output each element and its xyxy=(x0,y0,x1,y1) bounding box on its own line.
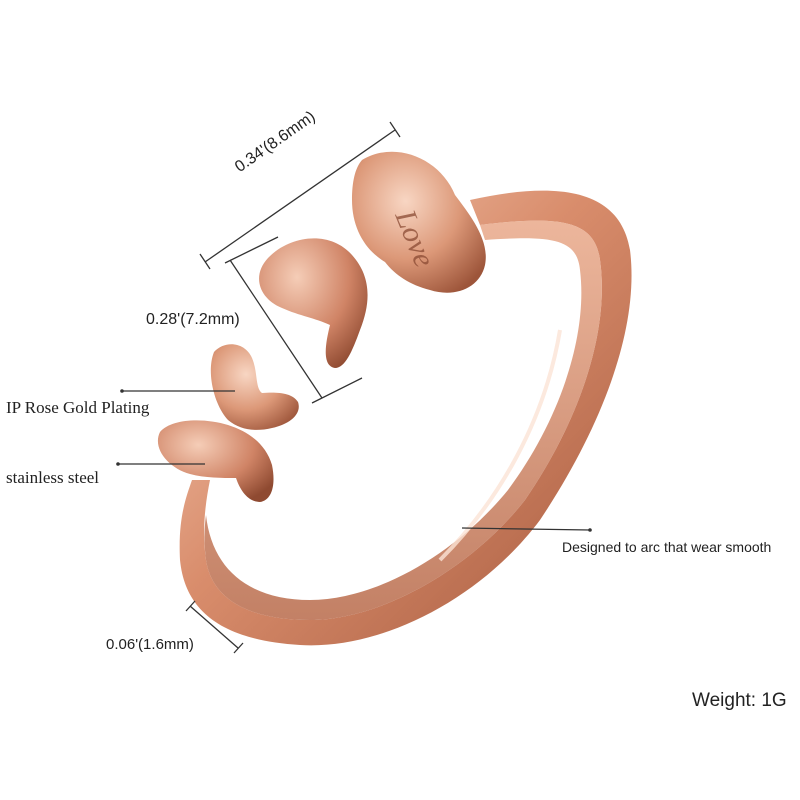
small-butterfly xyxy=(157,344,299,502)
width-dimension-tick-right xyxy=(389,121,401,138)
large-butterfly: Love xyxy=(259,151,486,368)
large-butterfly-lower-wing xyxy=(259,238,368,368)
plating-callout-dot xyxy=(120,389,124,393)
width-dimension-tick-left xyxy=(199,253,211,270)
steel-callout-dot xyxy=(116,462,120,466)
arc-note-label: Designed to arc that wear smooth xyxy=(562,539,772,555)
height-dimension-label: 0.28'(7.2mm) xyxy=(146,311,240,328)
ring-band-highlight xyxy=(438,329,562,562)
ring-band xyxy=(179,190,632,646)
band-thickness-label: 0.06'(1.6mm) xyxy=(106,636,194,653)
plating-label: IP Rose Gold Plating xyxy=(6,398,150,417)
ring-band-outer xyxy=(179,190,632,646)
large-butterfly-upper-wing xyxy=(352,151,486,293)
arc-callout-dot xyxy=(588,528,592,532)
small-butterfly-upper-wing xyxy=(210,344,299,430)
width-dimension-line xyxy=(204,129,396,263)
arc-callout-line xyxy=(461,527,591,531)
ring-band-inner-face xyxy=(204,220,602,620)
material-label: stainless steel xyxy=(6,468,100,487)
height-dimension-line xyxy=(229,259,323,399)
height-dimension-tick-top xyxy=(224,236,279,264)
band-dimension-line xyxy=(189,605,239,649)
height-dimension-tick-bottom xyxy=(311,377,363,404)
weight-label: Weight: 1G xyxy=(692,690,787,711)
band-dimension-tick-bottom xyxy=(233,642,244,654)
callout-dots xyxy=(116,389,592,532)
band-dimension-tick-top xyxy=(185,600,196,612)
callout-lines xyxy=(118,121,591,654)
small-butterfly-lower-wing xyxy=(157,420,274,502)
